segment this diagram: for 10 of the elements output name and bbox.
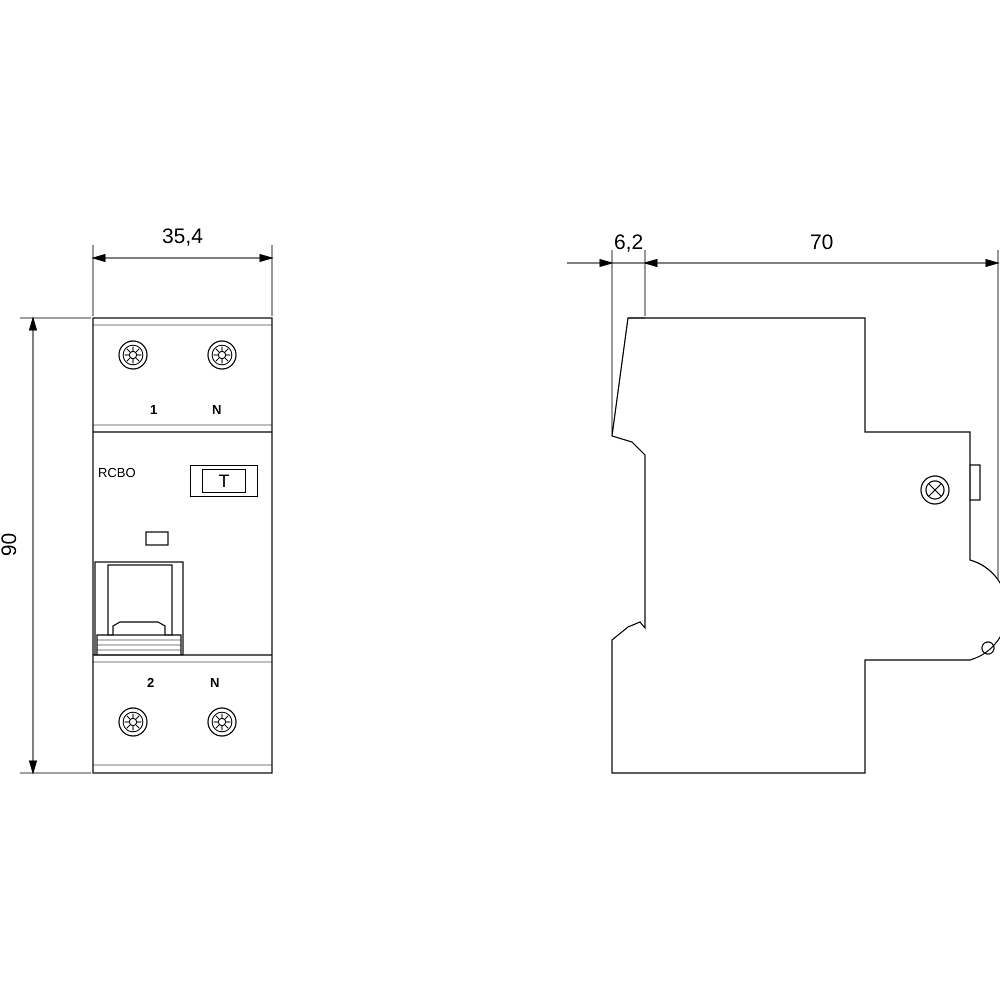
- dimension-value: 35,4: [162, 226, 203, 247]
- terminal-label: 1: [150, 403, 158, 416]
- device-type-label: RCBO: [98, 466, 136, 479]
- test-button: T: [190, 465, 258, 497]
- terminal-label: 2: [147, 676, 154, 689]
- dimension-value: 90: [0, 532, 20, 556]
- terminal-label: N: [212, 403, 222, 416]
- dimension-value: 70: [810, 232, 834, 253]
- terminal-label: N: [210, 676, 220, 689]
- dimension-value: 6,2: [614, 232, 644, 253]
